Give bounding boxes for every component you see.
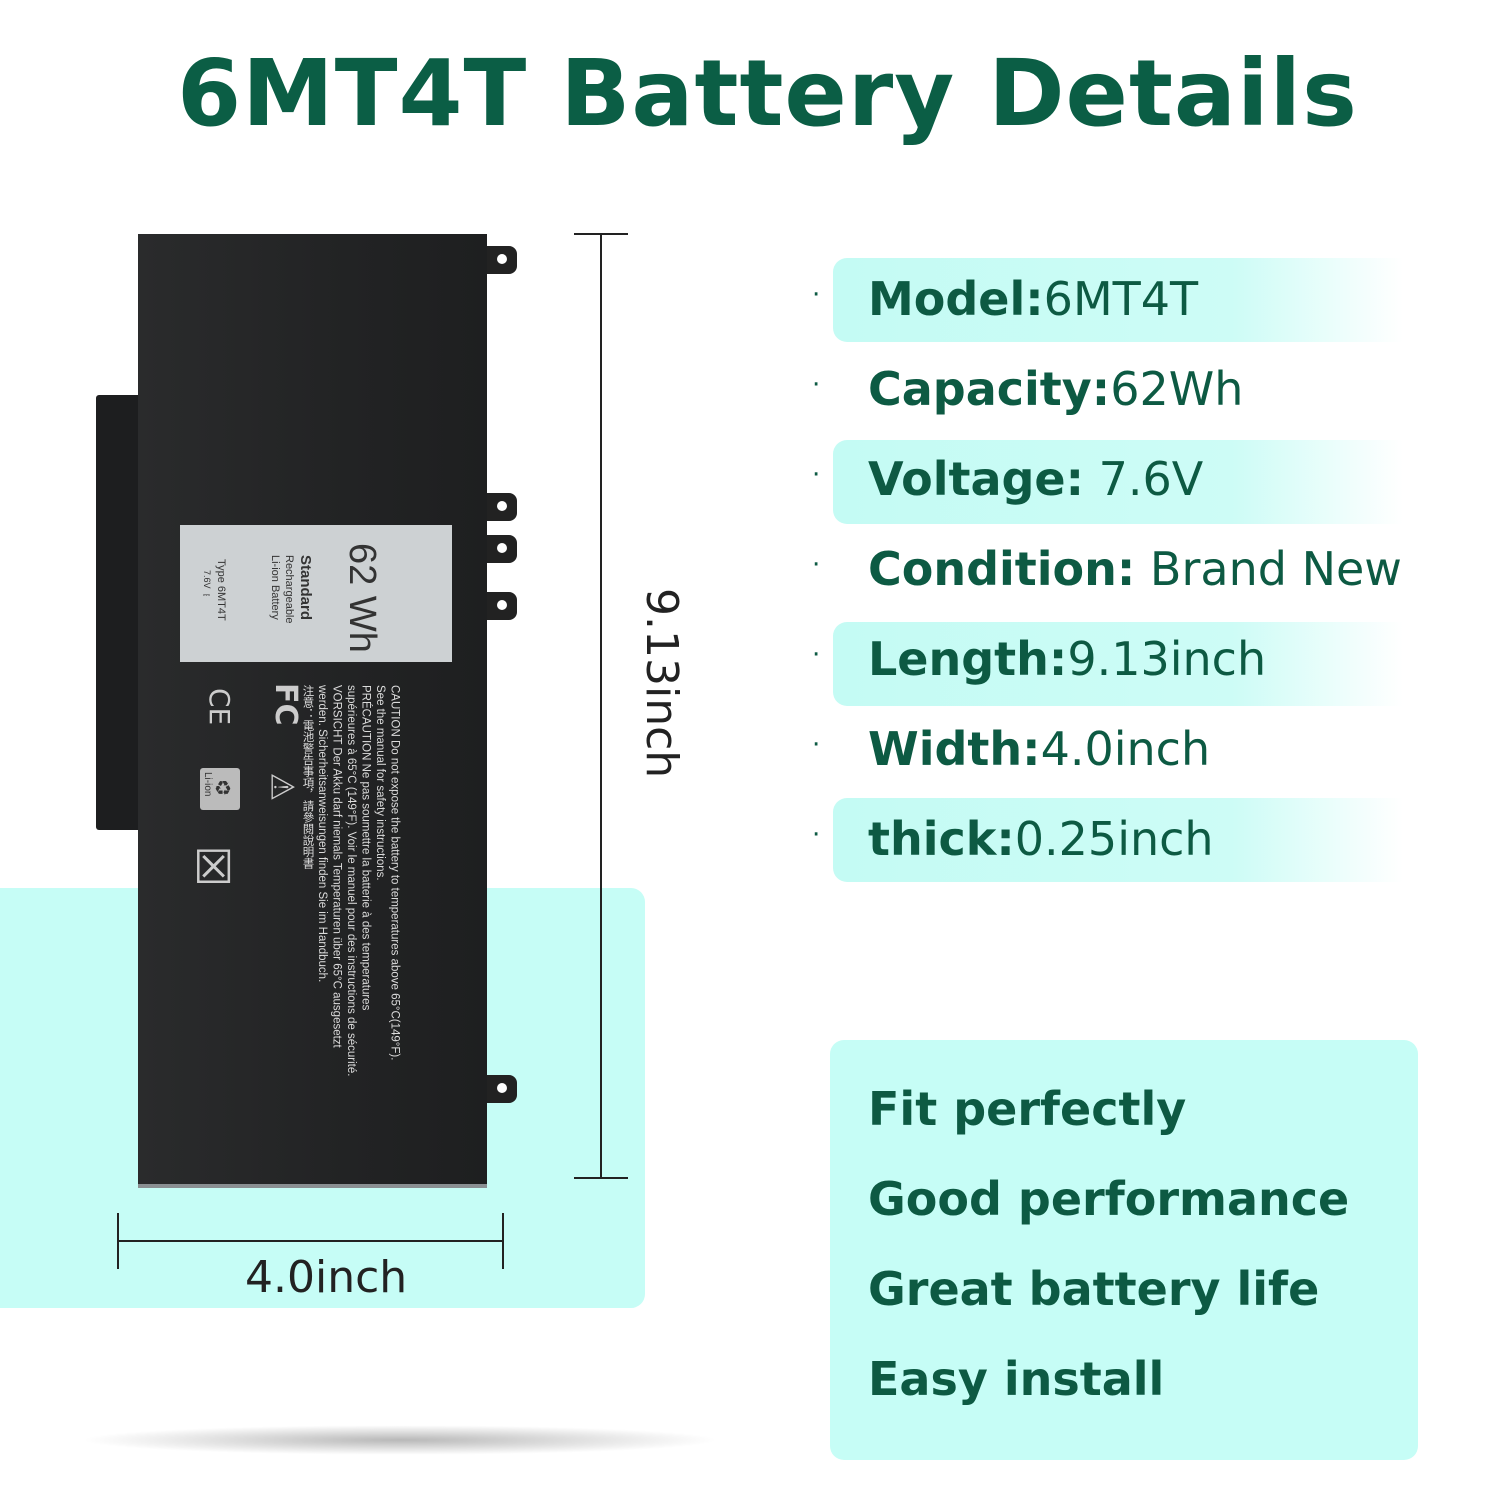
spec-label: Model: (868, 272, 1044, 326)
battery-clip (487, 493, 517, 521)
spec-item: Length:9.13inch (868, 632, 1266, 686)
battery-shadow (80, 1425, 720, 1455)
dimension-tick (574, 233, 628, 235)
spec-label: Width: (868, 722, 1041, 776)
battery-label: 62 Wh Standard Rechargeable Li-ion Batte… (180, 525, 452, 662)
battery-image (138, 234, 487, 1188)
spec-label: Voltage: (868, 452, 1085, 506)
caution-line: 注意：電池警告事項，請參閱說明書 (301, 685, 314, 869)
width-dimension-line (118, 1240, 504, 1242)
spec-value: 62Wh (1110, 362, 1244, 416)
battery-clip (487, 246, 517, 274)
spec-value: 6MT4T (1043, 272, 1199, 326)
battery-side-tab (96, 395, 140, 830)
label-rechargeable: Rechargeable (283, 555, 295, 624)
feature-item: Great battery life (868, 1262, 1320, 1316)
spec-value: 9.13inch (1067, 632, 1267, 686)
spec-item: Condition: Brand New (868, 542, 1402, 596)
warning-icon: ⚠ (263, 772, 302, 802)
bullet-icon: · (812, 460, 821, 490)
length-dimension-label: 9.13inch (636, 588, 687, 779)
spec-highlight (833, 622, 1403, 706)
spec-item: Width:4.0inch (868, 722, 1210, 776)
caution-line: See the manual for safety instructions. (374, 685, 386, 881)
label-voltage: 7.6V ⎓ (202, 570, 212, 601)
spec-item: Model:6MT4T (868, 272, 1198, 326)
bullet-icon: · (812, 730, 821, 760)
label-capacity: 62 Wh (341, 543, 383, 653)
caution-line: werden. Sicherheitsanweisungen finden Si… (316, 685, 328, 983)
spec-value: 4.0inch (1040, 722, 1211, 776)
no-trash-bin-icon: ☒ (193, 840, 235, 894)
caution-line: supérieures à 65°C (149°F). Voir le manu… (345, 685, 357, 1077)
spec-highlight (833, 798, 1403, 882)
feature-item: Good performance (868, 1172, 1350, 1226)
spec-label: Length: (868, 632, 1068, 686)
spec-label: Capacity: (868, 362, 1111, 416)
dimension-tick (574, 1177, 628, 1179)
spec-item: Voltage: 7.6V (868, 452, 1203, 506)
fc-mark-icon: FC (268, 683, 303, 726)
battery-clip (487, 535, 517, 563)
label-standard: Standard (297, 555, 314, 621)
recycle-icon: Li-ion♻ (200, 768, 240, 810)
spec-value: 0.25inch (1014, 812, 1214, 866)
caution-text: CAUTION Do not expose the battery to tem… (300, 685, 402, 1155)
caution-line: VORSICHT Der Akku darf niemals Temperatu… (330, 685, 343, 1048)
spec-highlight (833, 440, 1403, 524)
bullet-icon: · (812, 370, 821, 400)
spec-label: thick: (868, 812, 1015, 866)
bullet-icon: · (812, 550, 821, 580)
caution-line: PRÉCAUTION Ne pas soumettre la batterie … (359, 685, 372, 1011)
feature-item: Fit perfectly (868, 1082, 1187, 1136)
dimension-tick (502, 1213, 504, 1269)
spec-label: Condition: (868, 542, 1136, 596)
spec-value: Brand New (1135, 542, 1402, 596)
features-panel (830, 1040, 1418, 1460)
length-dimension-line (600, 233, 602, 1178)
battery-clip (487, 592, 517, 620)
ce-mark-icon: CE (203, 688, 236, 726)
label-type: Type 6MT4T (215, 559, 227, 621)
feature-item: Easy install (868, 1352, 1165, 1406)
label-li-ion: Li-ion Battery (269, 555, 281, 620)
bullet-icon: · (812, 820, 821, 850)
bullet-icon: · (812, 280, 821, 310)
spec-highlight (833, 258, 1403, 342)
bullet-icon: · (812, 640, 821, 670)
width-dimension-label: 4.0inch (245, 1252, 408, 1303)
recycle-label: Li-ion (202, 772, 213, 797)
page-title: 6MT4T Battery Details (177, 40, 1358, 147)
spec-item: thick:0.25inch (868, 812, 1214, 866)
dimension-tick (117, 1213, 119, 1269)
spec-item: Capacity:62Wh (868, 362, 1243, 416)
caution-line: CAUTION Do not expose the battery to tem… (388, 685, 401, 1061)
battery-clip (487, 1075, 517, 1103)
spec-value: 7.6V (1084, 452, 1204, 506)
